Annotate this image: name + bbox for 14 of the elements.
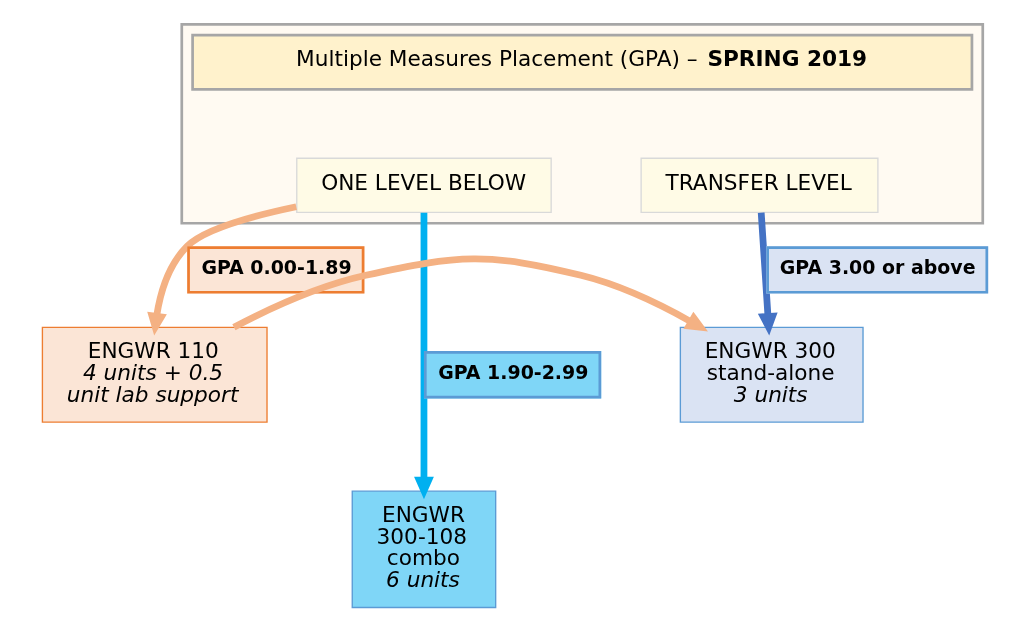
edge-label: GPA 1.90-2.99 — [438, 361, 589, 384]
cluster — [180, 23, 985, 225]
arrow — [147, 203, 297, 336]
edge-label: GPA 3.00 or above — [779, 256, 976, 279]
arrow — [414, 212, 434, 500]
edge-label: GPA 0.00-1.89 — [201, 256, 352, 279]
node-box: Multiple Measures Placement (GPA) – SPRING 2019 — [191, 33, 974, 91]
node-box: ONE LEVEL BELOW — [296, 157, 552, 214]
arrow — [757, 212, 778, 336]
node-box: TRANSFER LEVEL — [640, 157, 879, 214]
node-box: ENGWR 300-108 combo 6 units — [351, 490, 497, 609]
arrow — [232, 255, 708, 332]
node-box: ENGWR 300 stand-alone 3 units — [679, 326, 864, 423]
node-box: ENGWR 110 4 units + 0.5 unit lab support — [41, 326, 268, 423]
